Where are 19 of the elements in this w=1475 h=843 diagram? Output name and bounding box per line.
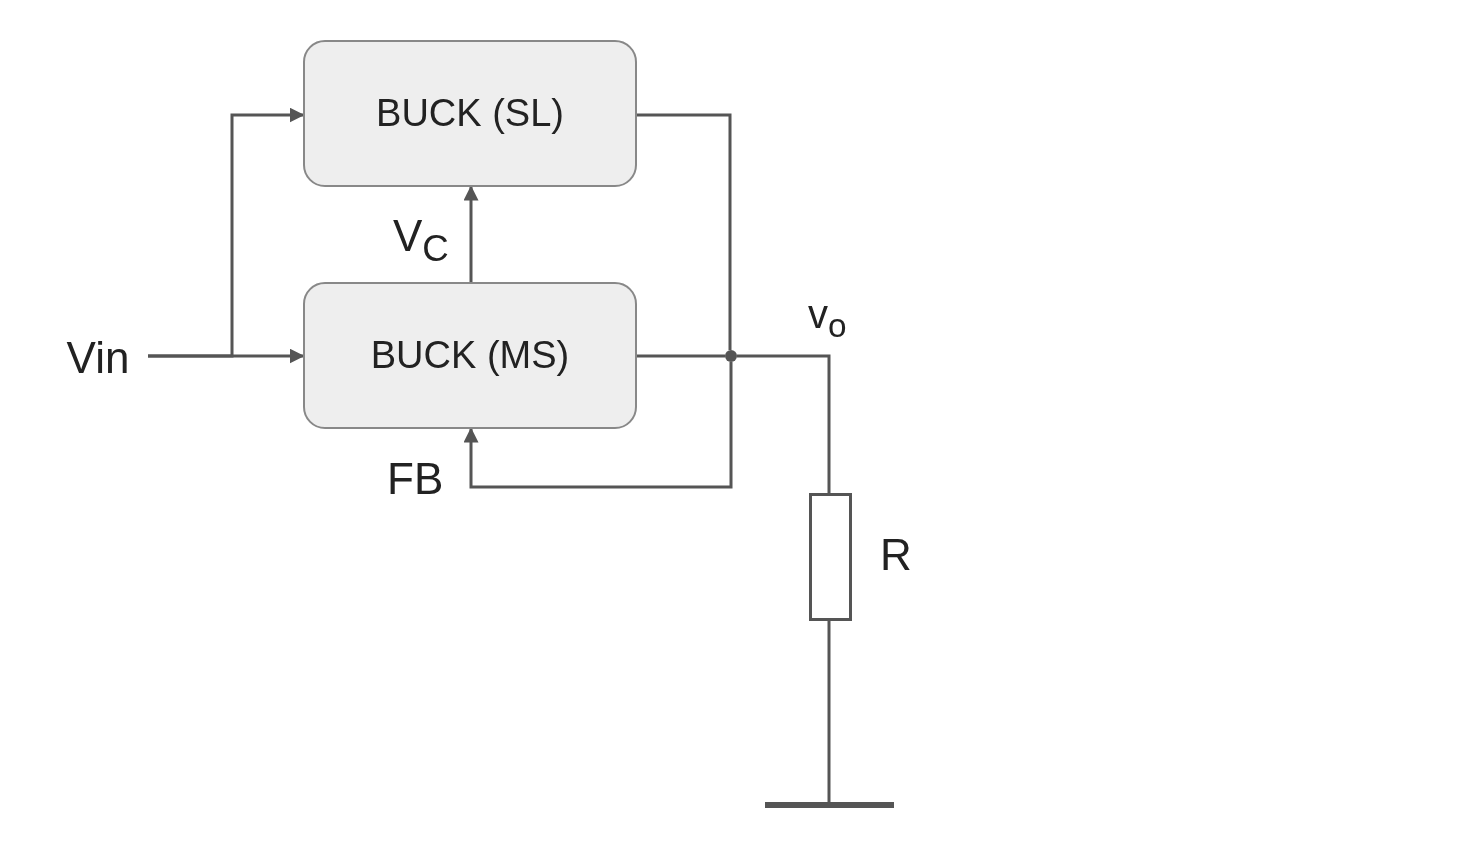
ground-symbol	[765, 802, 894, 808]
wire	[737, 354, 831, 493]
process-box	[303, 40, 637, 187]
edge-label: V$_{C}$	[393, 212, 449, 270]
wire	[637, 354, 725, 358]
resistor-symbol	[809, 493, 852, 621]
arrow	[463, 185, 479, 282]
wire	[637, 113, 732, 350]
process-box	[303, 282, 637, 429]
component-label: R	[880, 531, 912, 580]
wire	[827, 621, 831, 802]
edge-label: v$_{o}$	[808, 292, 847, 345]
junction-dot	[725, 350, 737, 362]
input-label: Vin	[48, 330, 148, 386]
box-label: BUCK (SL)	[376, 92, 564, 135]
arrow	[463, 362, 733, 489]
edge-label: FB	[387, 455, 444, 504]
box-label: BUCK (MS)	[370, 334, 570, 377]
arrow	[148, 348, 305, 364]
